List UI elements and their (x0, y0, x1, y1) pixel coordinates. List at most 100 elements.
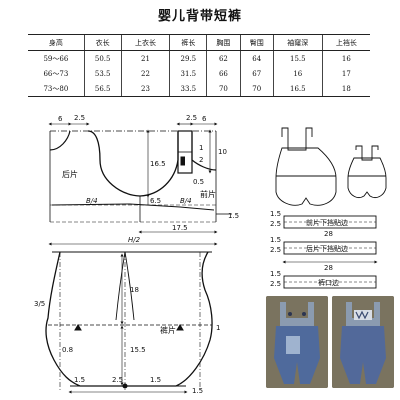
label-10: 10 (218, 148, 227, 156)
photo-back-drawing (332, 296, 394, 388)
header-chest: 胸围 (206, 34, 241, 51)
table-cell: 33.5 (169, 81, 207, 97)
pants-piece-label: 裤片 (160, 325, 176, 335)
label-h2: H/2 (128, 236, 141, 244)
header-armhole-depth: 袖窿深 (272, 34, 323, 51)
strip-2-width: 28 (324, 264, 333, 272)
center-dot (122, 383, 128, 389)
front-piece-label: 前片 (200, 189, 216, 199)
table-cell: 67 (239, 66, 274, 81)
table-cell: 53.5 (83, 66, 122, 81)
label-2-5-a: 2.5 (112, 376, 123, 384)
strip-mark-3: 1.5 (270, 270, 281, 278)
crotch-curve-left (115, 251, 126, 321)
table-row: 59～66 50.5 21 29.5 62 64 15.5 16 (28, 50, 370, 66)
strip-mark-2: 1.5 (270, 236, 281, 244)
label-17-5: 17.5 (172, 224, 188, 232)
table-cell: 29.5 (169, 50, 207, 66)
label-1-5-top: 1.5 (228, 212, 239, 220)
header-top-length: 上衣长 (120, 34, 170, 51)
header-hip: 臀围 (239, 34, 274, 51)
garment-photo-front (266, 296, 328, 388)
table-cell: 16 (321, 50, 370, 66)
label-2: 2 (199, 156, 203, 164)
label-2-5-right: 2.5 (186, 114, 197, 122)
back-piece-label: 后片 (62, 169, 78, 179)
table-cell: 22 (120, 66, 170, 81)
top-pattern-labels: 6 2.5 2.5 6 16.5 10 1 2 0.5 6.5 后片 前片 B/… (58, 114, 239, 232)
armhole-curve (87, 130, 179, 197)
label-2-5-left: 2.5 (74, 114, 85, 122)
facing-strip-labels: 1.5 2.5 前片下挡贴边 28 1.5 2.5 后片下挡贴边 28 1.5 … (270, 210, 348, 288)
top-pattern (48, 122, 232, 234)
notch-right (176, 324, 184, 331)
table-cell: 21 (120, 50, 170, 66)
label-1-5-a: 1.5 (74, 376, 85, 384)
table-cell: 18 (321, 81, 370, 97)
strip-2-label: 后片下挡贴边 (306, 244, 348, 253)
header-height: 身高 (28, 34, 85, 51)
pants-outline (45, 251, 213, 387)
label-1-5-c: 1.5 (192, 387, 203, 395)
table-cell: 50.5 (83, 50, 122, 66)
strip-3-top: 2.5 (270, 280, 281, 288)
photo-front-drawing (266, 296, 328, 388)
table-cell: 66～73 (43, 69, 69, 78)
front-neckline (191, 131, 217, 171)
table-cell: 31.5 (169, 66, 207, 81)
table-cell: 16 (272, 66, 323, 81)
label-0-5: 0.5 (193, 178, 204, 186)
label-18: 18 (130, 286, 139, 294)
garment-sketch-small (347, 145, 387, 199)
table-cell: 62 (206, 50, 241, 66)
sketch-bib-straps (281, 127, 313, 151)
strip-2-top: 2.5 (270, 246, 281, 254)
header-pants-length: 裤长 (169, 34, 207, 51)
table-row: 73～80 56.5 23 33.5 70 70 16.5 18 (28, 81, 370, 97)
sketch-small-straps (355, 145, 379, 161)
sketch-body (275, 147, 337, 206)
header-crotch-length: 上裆长 (321, 34, 370, 51)
strip-1-label: 前片下挡贴边 (306, 218, 348, 227)
hem-line (51, 203, 215, 211)
table-cell: 16.5 (272, 81, 323, 97)
table-cell: 17 (321, 66, 370, 81)
strip-1-top: 2.5 (270, 220, 281, 228)
table-cell: 23 (120, 81, 170, 97)
sketch-small-body (347, 157, 387, 199)
label-3-5: 3/5 (34, 300, 45, 308)
label-b4-back: B/4 (86, 197, 98, 205)
label-6-5: 6.5 (150, 197, 161, 205)
table-cell: 15.5 (272, 50, 323, 66)
table-cell: 59～66 (43, 54, 69, 63)
header-garment-length: 衣长 (83, 34, 122, 51)
table-cell: 73～80 (28, 81, 85, 97)
facing-strips (282, 215, 378, 289)
size-table: 身高 衣长 上衣长 裤长 胸围 臀围 袖窿深 上裆长 59～66 50.5 21… (28, 34, 370, 97)
label-16-5: 16.5 (150, 160, 166, 168)
strip-1-width: 28 (324, 230, 333, 238)
pants-pattern-labels: H/2 18 15.5 裤片 3/5 0.8 1.5 2.5 1.5 1.5 1 (34, 236, 220, 395)
table-cell: 66 (206, 66, 241, 81)
table-cell: 70 (206, 81, 241, 97)
strip-3-label: 裤口边 (318, 278, 339, 287)
notch-left (74, 324, 82, 331)
label-6-right: 6 (202, 115, 207, 123)
button-mark (180, 156, 185, 166)
table-cell: 70 (239, 81, 274, 97)
label-1-5-b: 1.5 (150, 376, 161, 384)
page-title: 婴儿背带短裤 (157, 9, 242, 24)
size-table-header-row: 身高 衣长 上衣长 裤长 胸围 臀围 袖窿深 上裆长 (28, 34, 370, 51)
strip-mark-1: 1.5 (270, 210, 281, 218)
back-neckline (49, 130, 71, 151)
garment-sketch-large (275, 127, 337, 206)
table-cell: 56.5 (83, 81, 122, 97)
garment-photo-back (332, 296, 394, 388)
label-15-5: 15.5 (130, 346, 146, 354)
label-1: 1 (199, 144, 203, 152)
crotch-curve-right (124, 251, 135, 321)
label-1-right: 1 (216, 324, 220, 332)
label-b4-front: B/4 (180, 197, 192, 205)
table-row: 66～73 53.5 22 31.5 66 67 16 17 (28, 66, 370, 81)
